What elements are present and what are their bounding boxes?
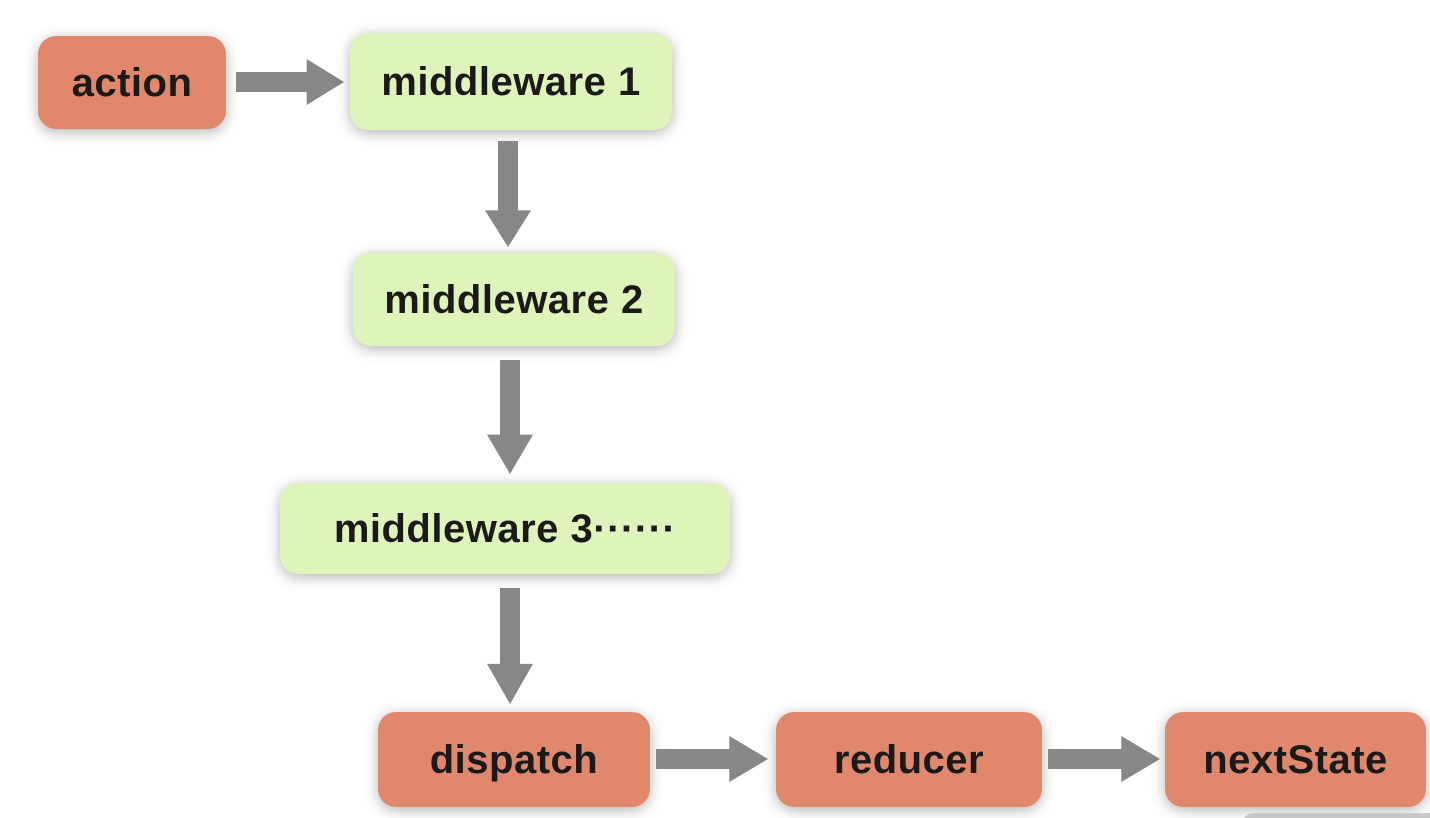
node-middleware-2: middleware 2 <box>353 253 675 346</box>
node-reducer: reducer <box>776 712 1042 807</box>
node-middleware-3: middleware 3······ <box>280 483 730 574</box>
arrow-dispatch-to-reducer-icon <box>656 736 768 782</box>
node-action: action <box>38 36 226 129</box>
node-middleware-1: middleware 1 <box>350 33 672 130</box>
arrow-action-to-middleware1-icon <box>236 59 344 105</box>
arrow-middleware3-to-dispatch-icon <box>487 588 533 704</box>
arrow-middleware1-to-middleware2-icon <box>485 141 531 247</box>
arrow-middleware2-to-middleware3-icon <box>487 360 533 474</box>
arrow-reducer-to-nextstate-icon <box>1048 736 1160 782</box>
node-dispatch: dispatch <box>378 712 650 807</box>
node-nextstate: nextState <box>1165 712 1426 807</box>
horizontal-scrollbar-thumb[interactable] <box>1243 813 1430 818</box>
